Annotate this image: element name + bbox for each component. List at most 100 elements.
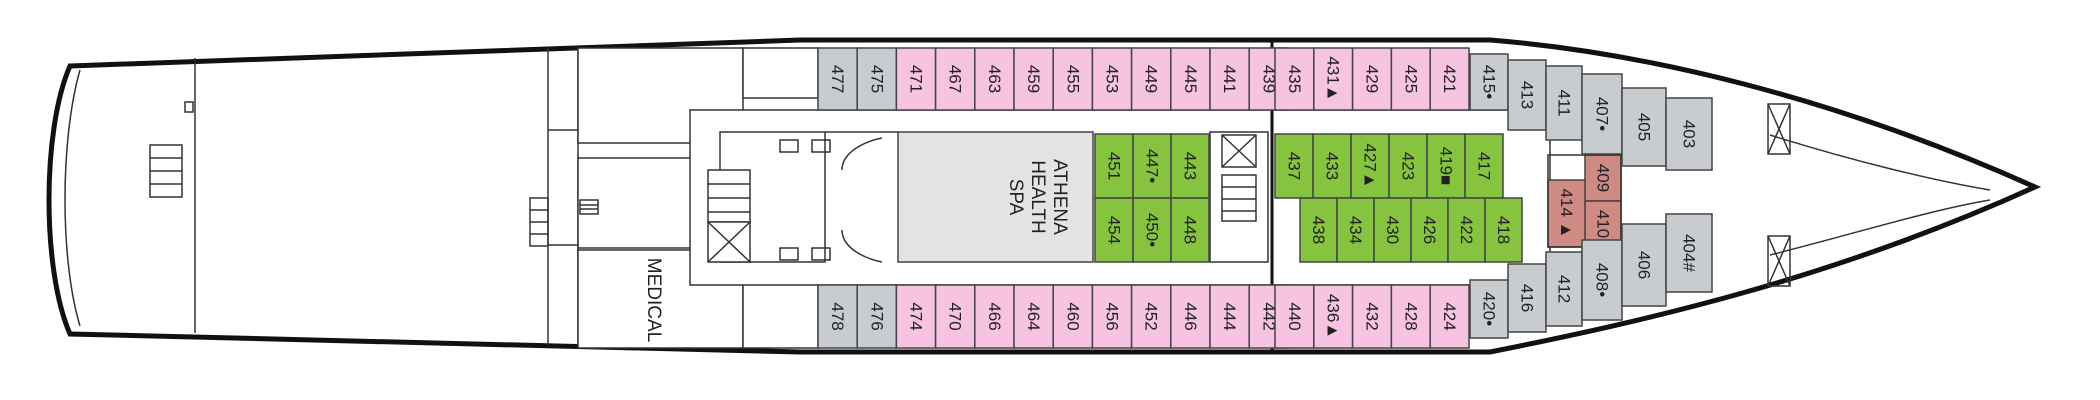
cabin[interactable]: 438 (1299, 197, 1338, 263)
cabin-box[interactable] (1091, 284, 1133, 349)
cabin-box[interactable] (934, 47, 976, 111)
cabin-box[interactable] (1581, 239, 1623, 321)
cabin-box[interactable] (856, 284, 898, 349)
cabin-box[interactable] (817, 47, 858, 111)
cabin-box[interactable] (934, 284, 976, 349)
cabin-box[interactable] (1390, 47, 1431, 111)
cabin-box[interactable] (1094, 197, 1134, 263)
cabin-box[interactable] (1581, 73, 1623, 155)
cabin[interactable]: 433 (1312, 133, 1352, 199)
cabin[interactable]: 445 (1170, 47, 1211, 111)
cabin-box[interactable] (1507, 59, 1547, 131)
cabin-box[interactable] (1132, 197, 1172, 263)
cabin-box[interactable] (1429, 284, 1470, 349)
cabin-box[interactable] (1429, 47, 1470, 111)
cabin[interactable]: 428 (1390, 284, 1431, 349)
cabin[interactable]: 467 (934, 47, 976, 111)
cabin-box[interactable] (1350, 133, 1390, 199)
cabin-box[interactable] (1351, 284, 1393, 349)
cabin[interactable]: 466 (974, 284, 1015, 349)
cabin[interactable]: 432 (1351, 284, 1393, 349)
cabin-box[interactable] (1170, 47, 1211, 111)
cabin-box[interactable] (1484, 197, 1523, 263)
cabin[interactable]: 437 (1274, 133, 1314, 199)
cabin-box[interactable] (1313, 47, 1354, 111)
cabin-box[interactable] (1313, 284, 1354, 349)
cabin[interactable]: 412 (1545, 251, 1583, 327)
cabin[interactable]: 474 (895, 284, 937, 349)
cabin[interactable]: 416 (1507, 263, 1547, 333)
cabin-box[interactable] (1507, 263, 1547, 333)
cabin[interactable]: 424 (1429, 284, 1470, 349)
cabin[interactable]: 443 (1170, 133, 1210, 199)
cabin-box[interactable] (1312, 133, 1352, 199)
cabin[interactable]: 471 (895, 47, 937, 111)
cabin-box[interactable] (1130, 47, 1172, 111)
cabin[interactable]: 429 (1351, 47, 1393, 111)
cabin[interactable]: 417 (1464, 133, 1504, 199)
cabin[interactable]: 456 (1091, 284, 1133, 349)
cabin[interactable]: 460 (1052, 284, 1094, 349)
cabin[interactable]: 430 (1373, 197, 1412, 263)
cabin-box[interactable] (1274, 47, 1315, 111)
cabin[interactable]: 434 (1336, 197, 1375, 263)
cabin[interactable]: 441 (1209, 47, 1250, 111)
cabin[interactable]: 420• (1469, 279, 1509, 339)
cabin[interactable]: 425 (1390, 47, 1431, 111)
cabin-box[interactable] (1132, 133, 1172, 199)
cabin-box[interactable] (974, 284, 1015, 349)
cabin-box[interactable] (1209, 284, 1250, 349)
cabin[interactable]: 436▲ (1313, 284, 1354, 349)
cabin[interactable]: 409 (1584, 154, 1622, 202)
cabin-box[interactable] (1013, 47, 1054, 111)
cabin[interactable]: 451 (1094, 133, 1134, 199)
cabin-box[interactable] (1130, 284, 1172, 349)
cabin-box[interactable] (817, 284, 858, 349)
cabin-box[interactable] (1091, 47, 1133, 111)
cabin[interactable]: 452 (1130, 284, 1172, 349)
cabin-box[interactable] (1665, 213, 1713, 293)
cabin-box[interactable] (1621, 87, 1667, 167)
cabin[interactable]: 427▲ (1350, 133, 1390, 199)
cabin[interactable]: 403 (1665, 97, 1713, 171)
cabin-box[interactable] (1665, 97, 1713, 171)
cabin[interactable]: 404# (1665, 213, 1713, 293)
cabin[interactable]: 475 (856, 47, 898, 111)
cabin-box[interactable] (1170, 133, 1210, 199)
cabin[interactable]: 455 (1052, 47, 1094, 111)
cabin-box[interactable] (1052, 284, 1094, 349)
cabin[interactable]: 454 (1094, 197, 1134, 263)
cabin[interactable]: 463 (974, 47, 1015, 111)
cabin[interactable]: 408• (1581, 239, 1623, 321)
cabin[interactable]: 418 (1484, 197, 1523, 263)
cabin[interactable]: 476 (856, 284, 898, 349)
cabin[interactable]: 406 (1621, 223, 1667, 307)
cabin[interactable]: 440 (1274, 284, 1315, 349)
cabin-box[interactable] (1547, 179, 1586, 248)
cabin-box[interactable] (1351, 47, 1393, 111)
cabin-box[interactable] (895, 47, 937, 111)
cabin-box[interactable] (974, 47, 1015, 111)
cabin-box[interactable] (1170, 197, 1210, 263)
cabin[interactable]: 419■ (1426, 133, 1466, 199)
cabin-box[interactable] (1094, 133, 1134, 199)
cabin-box[interactable] (1274, 133, 1314, 199)
cabin-box[interactable] (1621, 223, 1667, 307)
cabin[interactable]: 450• (1132, 197, 1172, 263)
cabin[interactable]: 464 (1013, 284, 1054, 349)
cabin-box[interactable] (1464, 133, 1504, 199)
cabin[interactable]: 405 (1621, 87, 1667, 167)
cabin[interactable]: 478 (817, 284, 858, 349)
cabin[interactable]: 448 (1170, 197, 1210, 263)
cabin-box[interactable] (1545, 65, 1583, 141)
cabin[interactable]: 435 (1274, 47, 1315, 111)
cabin-box[interactable] (1013, 284, 1054, 349)
cabin[interactable]: 453 (1091, 47, 1133, 111)
cabin-box[interactable] (1469, 53, 1509, 111)
cabin[interactable]: 411 (1545, 65, 1583, 141)
cabin[interactable]: 431▲ (1313, 47, 1354, 111)
cabin[interactable]: 407• (1581, 73, 1623, 155)
cabin[interactable]: 444 (1209, 284, 1250, 349)
cabin[interactable]: 477 (817, 47, 858, 111)
cabin-box[interactable] (1274, 284, 1315, 349)
